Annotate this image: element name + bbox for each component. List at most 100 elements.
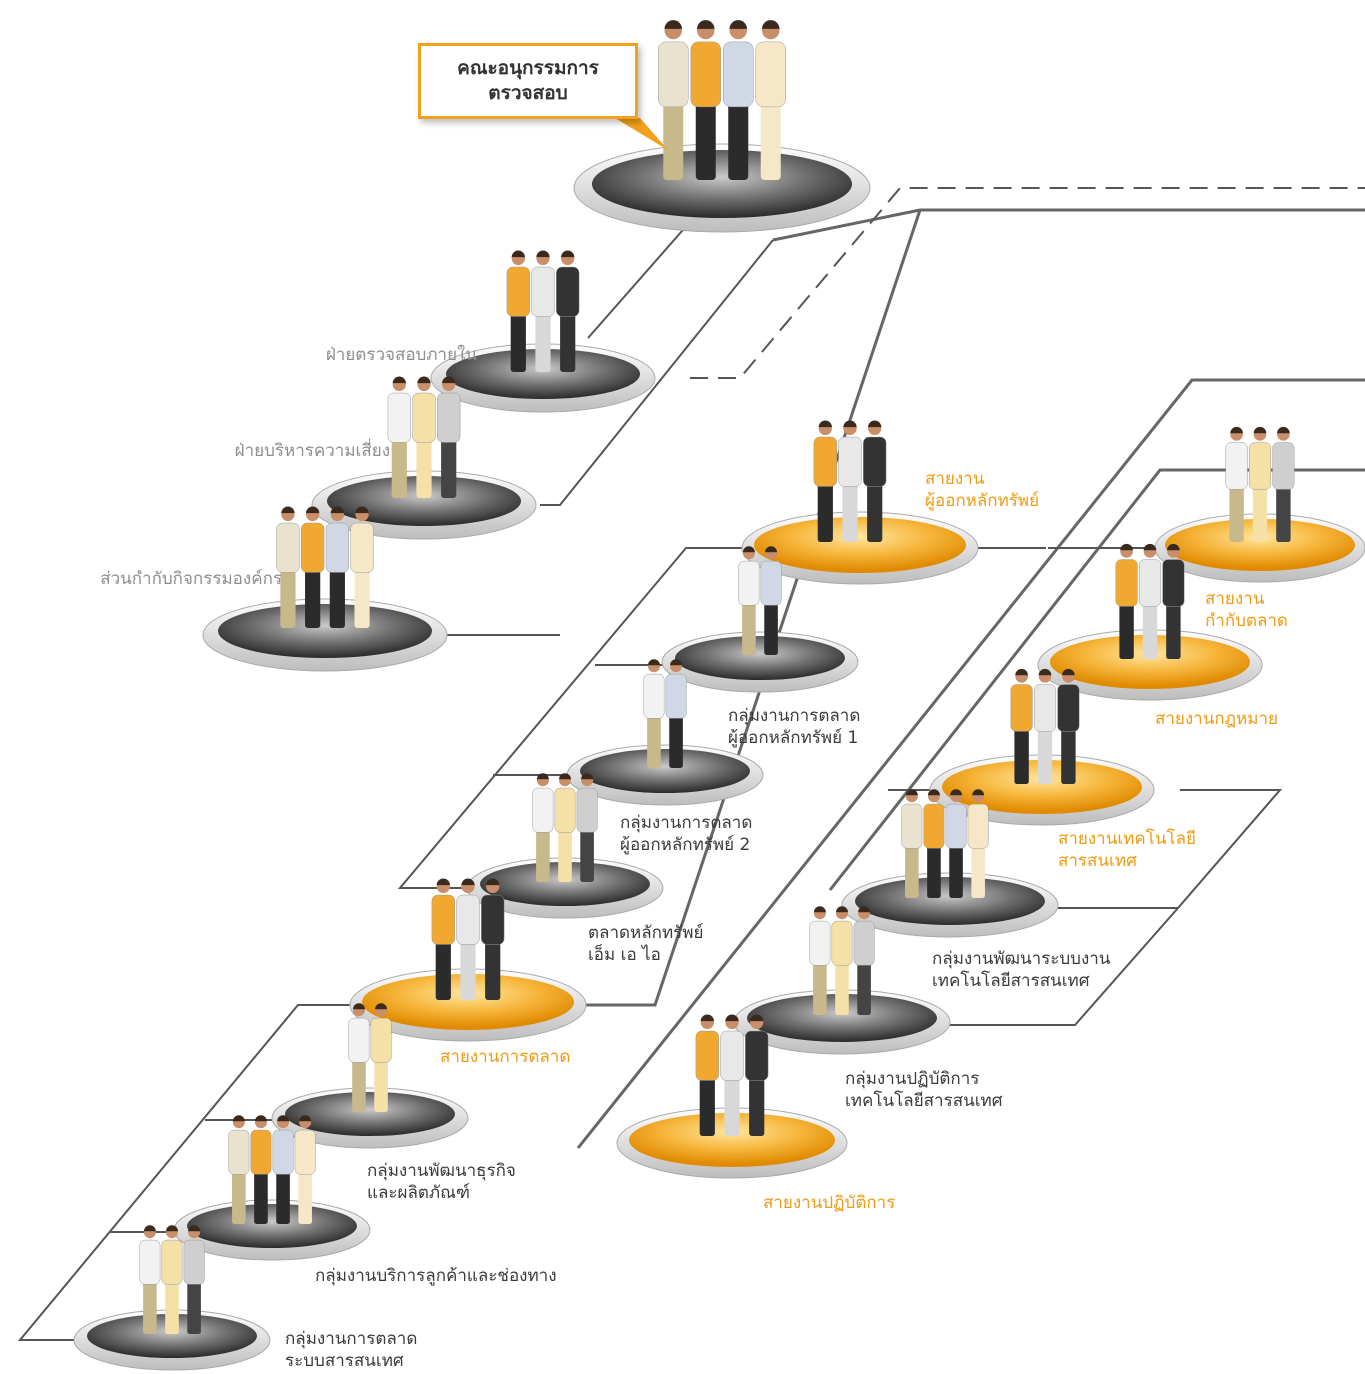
issuer-title-line1: สายงาน (925, 469, 985, 489)
person-figure (1248, 426, 1272, 542)
connector-right-trunk-1 (576, 378, 1365, 1149)
audit-committee-title-box: คณะอนุกรรมการ ตรวจสอบ (418, 43, 638, 119)
it-marketing-line2: ระบบสารสนเทศ (285, 1351, 404, 1371)
label-it-marketing: กลุ่มงานการตลาด ระบบสารสนเทศ (285, 1328, 417, 1372)
it-dev-line1: กลุ่มงานพัฒนาระบบงาน (932, 949, 1111, 969)
it-div-line2: สารสนเทศ (1058, 851, 1137, 871)
person-figure (139, 1225, 161, 1334)
person-figure (348, 1003, 370, 1112)
person-figure (760, 546, 782, 655)
person-figure (556, 250, 580, 372)
issuer-g1-line1: กลุ่มงานการตลาด (728, 706, 861, 726)
person-figure (745, 1014, 769, 1136)
person-figure (945, 789, 967, 898)
label-marketing-division: สายงานการตลาด (440, 1047, 571, 1067)
person-figure (228, 1115, 250, 1224)
label-mai: ตลาดหลักทรัพย์ เอ็ม เอ ไอ (588, 922, 703, 966)
connector-marketing-box (17, 1004, 360, 1341)
person-figure (1115, 543, 1138, 659)
person-figure (250, 1115, 272, 1224)
connector-it-bottom (940, 907, 1179, 1026)
person-figure (1033, 668, 1057, 784)
it-ops-line2: เทคโนโลยีสารสนเทศ (845, 1091, 1003, 1111)
person-figure (1162, 543, 1185, 659)
market-sup-line1: สายงาน (1205, 589, 1265, 609)
person-figure (350, 506, 374, 628)
person-figure (967, 789, 989, 898)
person-figure (738, 546, 760, 655)
biz-dev-line2: และผลิตภัณฑ์ (367, 1183, 471, 1203)
label-corporate-governance: ส่วนกำกับกิจกรรมองค์กร (100, 569, 282, 589)
dotted-reporting-line (690, 187, 1365, 379)
people-figures (139, 20, 1295, 1334)
title-line-1: คณะอนุกรรมการ (457, 57, 599, 79)
label-it-ops: กลุ่มงานปฏิบัติการ เทคโนโลยีสารสนเทศ (845, 1068, 1003, 1112)
it-ops-line1: กลุ่มงานปฏิบัติการ (845, 1069, 980, 1089)
person-figure (437, 376, 461, 498)
person-figure (387, 376, 411, 498)
person-figure (1272, 426, 1295, 542)
connector-left-trunk (540, 239, 774, 506)
person-figure (643, 659, 665, 768)
label-operations-division: สายงานปฏิบัติการ (763, 1193, 896, 1213)
person-figure (431, 878, 455, 1000)
it-dev-line2: เทคโนโลยีสารสนเทศ (932, 971, 1090, 991)
person-figure (1138, 543, 1162, 659)
person-figure (695, 1014, 719, 1136)
label-client-service: กลุ่มงานบริการลูกค้าและช่องทาง (315, 1266, 557, 1286)
person-figure (1010, 668, 1033, 784)
person-figure (809, 906, 831, 1015)
person-figure (853, 906, 875, 1015)
person-figure (481, 878, 505, 1000)
person-figure (863, 420, 887, 542)
issuer-g1-line2: ผู้ออกหลักทรัพย์ 1 (728, 728, 859, 748)
person-figure (412, 376, 436, 498)
person-figure (183, 1225, 205, 1334)
person-figure (923, 789, 945, 898)
person-figure (301, 506, 325, 628)
it-div-line1: สายงานเทคโนโลยี (1058, 829, 1197, 849)
mai-line1: ตลาดหลักทรัพย์ (588, 923, 704, 943)
connector-lines (17, 189, 1365, 1341)
label-issuer-group2: กลุ่มงานการตลาด ผู้ออกหลักทรัพย์ 2 (620, 812, 752, 856)
connector-main-top (772, 208, 1365, 242)
connector-it-box-right (1055, 789, 1283, 909)
person-figure (1057, 668, 1080, 784)
it-marketing-line1: กลุ่มงานการตลาด (285, 1329, 418, 1349)
person-figure (720, 1014, 744, 1136)
person-figure (813, 420, 837, 542)
person-figure (161, 1225, 183, 1334)
label-biz-dev: กลุ่มงานพัฒนาธุรกิจ และผลิตภัณฑ์ (367, 1160, 516, 1204)
person-figure (370, 1003, 392, 1112)
title-callout-pointer (615, 118, 668, 150)
issuer-title-line2: ผู้ออกหลักทรัพย์ (925, 491, 1040, 511)
label-legal-division: สายงานกฎหมาย (1155, 709, 1278, 729)
person-figure (325, 506, 350, 628)
person-figure (456, 878, 480, 1000)
label-it-dev: กลุ่มงานพัฒนาระบบงาน เทคโนโลยีสารสนเทศ (932, 948, 1110, 992)
market-sup-line2: กำกับตลาด (1205, 611, 1288, 631)
label-it-division: สายงานเทคโนโลยี สารสนเทศ (1058, 828, 1196, 872)
person-figure (276, 506, 300, 628)
person-figure (506, 250, 530, 372)
person-figure (531, 250, 555, 372)
title-line-2: ตรวจสอบ (488, 82, 568, 104)
person-figure (901, 789, 923, 898)
person-figure (690, 20, 721, 180)
label-market-supervision: สายงาน กำกับตลาด (1205, 588, 1288, 632)
person-figure (532, 773, 554, 882)
connector-right-trunk-2 (828, 468, 1365, 891)
label-issuer-division: สายงาน ผู้ออกหลักทรัพย์ (925, 468, 1039, 512)
person-figure (1225, 426, 1248, 542)
person-figure (576, 773, 598, 882)
person-figure (838, 420, 862, 542)
person-figure (723, 20, 754, 180)
issuer-g2-line1: กลุ่มงานการตลาด (620, 813, 753, 833)
label-internal-audit: ฝ่ายตรวจสอบภายใน (325, 345, 477, 365)
label-risk-management: ฝ่ายบริหารความเสี่ยง (234, 441, 390, 461)
label-issuer-group1: กลุ่มงานการตลาด ผู้ออกหลักทรัพย์ 1 (728, 705, 860, 749)
biz-dev-line1: กลุ่มงานพัฒนาธุรกิจ (367, 1161, 516, 1181)
person-figure (658, 20, 689, 180)
person-figure (665, 659, 687, 768)
